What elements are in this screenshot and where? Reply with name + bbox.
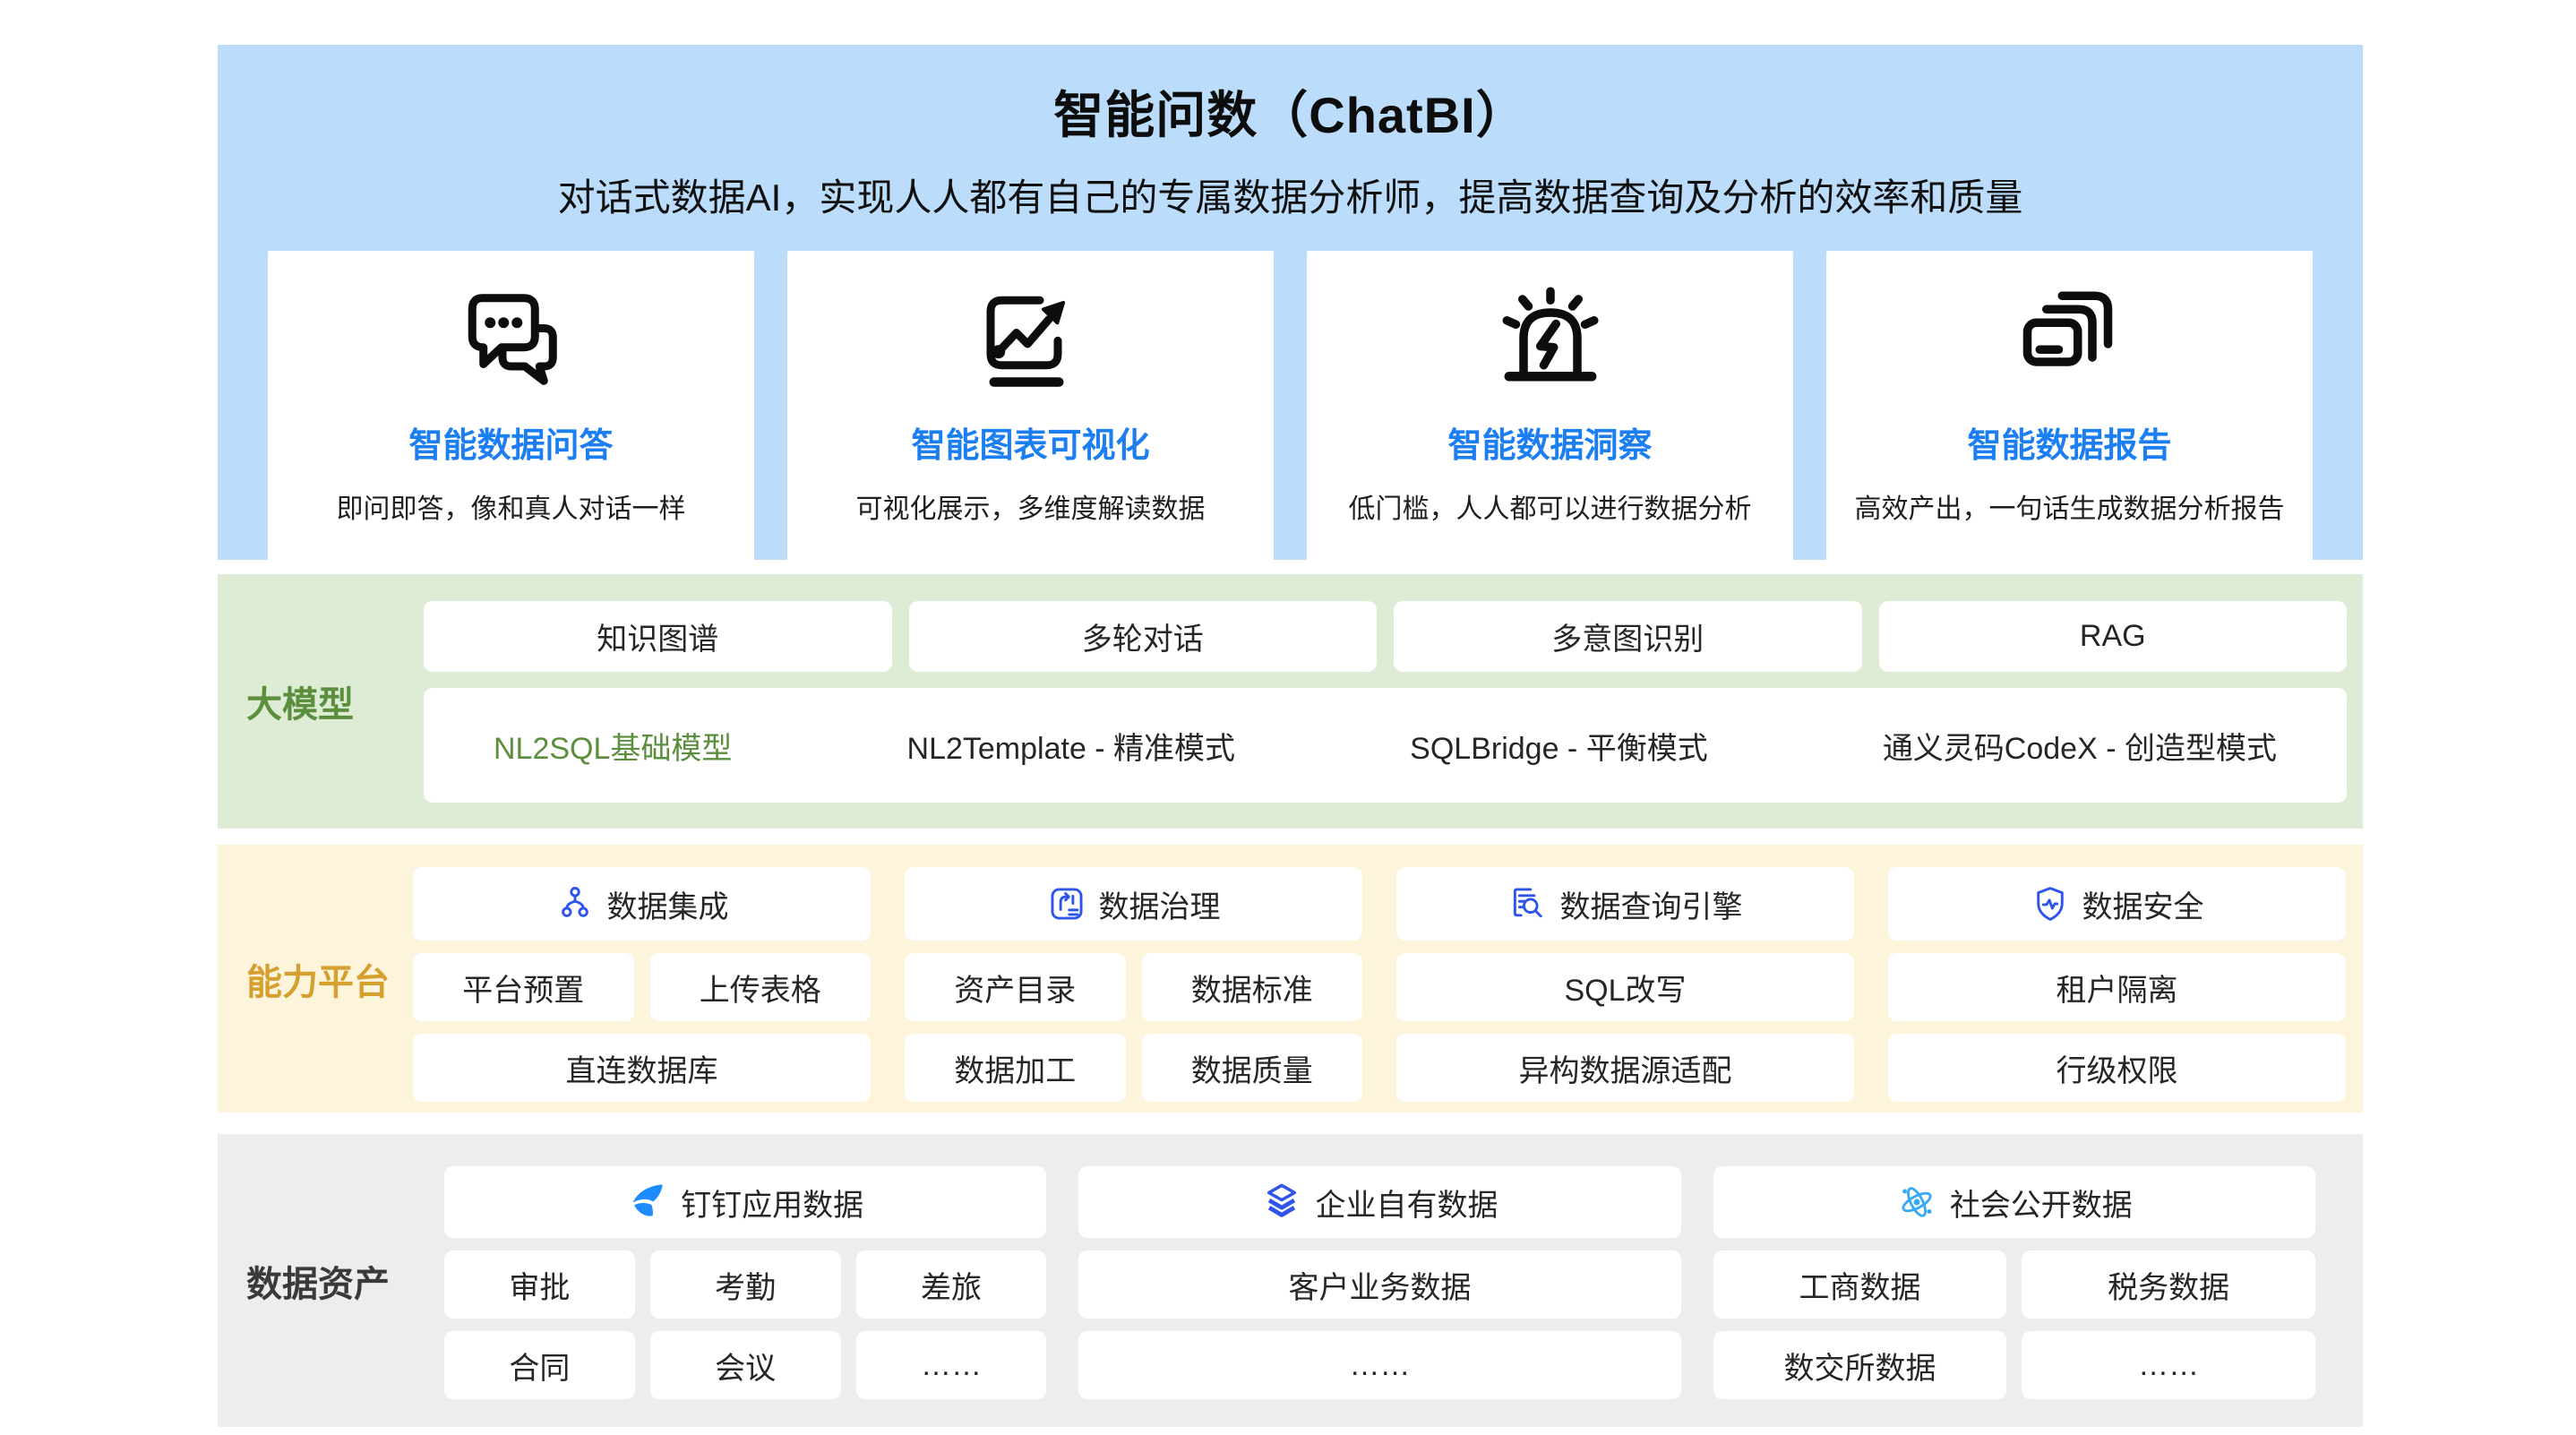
chip: 上传表格: [649, 953, 871, 1021]
chip: 数据加工: [905, 1034, 1126, 1102]
chip: 合同: [444, 1331, 635, 1399]
page-subtitle: 对话式数据AI，实现人人都有自己的专属数据分析师，提高数据查询及分析的效率和质量: [557, 176, 2023, 219]
data-integration-icon: [555, 884, 595, 924]
chip: 数据标准: [1141, 953, 1362, 1021]
platform-col-integration: 数据集成 平台预置 上传表格 直连数据库: [413, 867, 871, 1102]
chip: 差旅: [855, 1250, 1047, 1319]
section-large-model: 大模型 知识图谱 多轮对话 多意图识别 RAG NL2SQL基础模型 NL2Te…: [218, 574, 2363, 829]
data-governance-icon: [1047, 884, 1086, 924]
chip: 客户业务数据: [1078, 1250, 1681, 1319]
chip: 数据质量: [1141, 1034, 1362, 1102]
atom-icon: [1896, 1182, 1937, 1223]
section-label-data-assets: 数据资产: [246, 1264, 390, 1304]
feature-desc: 即问即答，像和真人对话一样: [336, 494, 686, 524]
asset-col-public: 社会公开数据 工商数据 税务数据 数交所数据 ……: [1713, 1166, 2315, 1399]
chip: 考勤: [649, 1250, 841, 1319]
feature-card-insight: 智能数据洞察 低门槛，人人都可以进行数据分析: [1307, 251, 1793, 570]
section-chatbi-hero: 智能问数（ChatBI） 对话式数据AI，实现人人都有自己的专属数据分析师，提高…: [218, 45, 2363, 570]
feature-card-qa: 智能数据问答 即问即答，像和真人对话一样: [268, 251, 754, 570]
chip: 租户隔离: [1888, 953, 2346, 1021]
data-security-shield-icon: [2031, 884, 2070, 924]
column-header: 数据集成: [413, 867, 871, 941]
feature-card-report: 智能数据报告 高效产出，一句话生成数据分析报告: [1826, 251, 2313, 570]
chip: 平台预置: [413, 953, 634, 1021]
chip: 税务数据: [2022, 1250, 2315, 1319]
chip: SQL改写: [1396, 953, 1854, 1021]
asset-col-dingtalk: 钉钉应用数据 审批 考勤 差旅 合同 会议 ……: [444, 1166, 1047, 1399]
chip: 资产目录: [905, 953, 1126, 1021]
platform-col-governance: 数据治理 资产目录 数据标准 数据加工 数据质量: [905, 867, 1362, 1102]
query-engine-icon: [1508, 884, 1548, 924]
rising-chart-icon: [977, 272, 1085, 407]
column-header: 企业自有数据: [1078, 1166, 1681, 1238]
feature-card-visualization: 智能图表可视化 可视化展示，多维度解读数据: [787, 251, 1274, 570]
chip: 数交所数据: [1713, 1331, 2007, 1399]
column-header: 数据查询引擎: [1396, 867, 1854, 941]
chip: 行级权限: [1888, 1034, 2346, 1102]
chip: NL2Template - 精准模式: [906, 731, 1236, 766]
layers-icon: [1261, 1182, 1302, 1223]
chip: 知识图谱: [424, 601, 892, 672]
chip: NL2SQL基础模型: [494, 731, 733, 766]
page-title: 智能问数（ChatBI）: [1053, 87, 1527, 143]
feature-desc: 高效产出，一句话生成数据分析报告: [1854, 494, 2285, 524]
column-header: 钉钉应用数据: [444, 1166, 1047, 1238]
chip: 审批: [444, 1250, 635, 1319]
feature-desc: 可视化展示，多维度解读数据: [855, 494, 1206, 524]
chip: 多意图识别: [1394, 601, 1862, 672]
platform-col-security: 数据安全 租户隔离 行级权限: [1888, 867, 2346, 1102]
chip: 多轮对话: [908, 601, 1377, 672]
chat-bubbles-icon: [458, 272, 565, 407]
section-label-large-model: 大模型: [246, 685, 354, 725]
stacked-report-icon: [2016, 272, 2124, 407]
section-capability-platform: 能力平台 数据集成 平台预: [218, 845, 2363, 1113]
section-data-assets: 数据资产 钉钉应用数据 审批 考勤 差旅: [218, 1134, 2363, 1427]
feature-desc: 低门槛，人人都可以进行数据分析: [1348, 494, 1752, 524]
column-header: 数据安全: [1888, 867, 2346, 941]
chip: 工商数据: [1713, 1250, 2007, 1319]
feature-title: 智能图表可视化: [911, 427, 1150, 465]
section-label-capability-platform: 能力平台: [246, 962, 390, 1002]
dingtalk-wing-icon: [627, 1182, 668, 1223]
column-header: 社会公开数据: [1713, 1166, 2315, 1238]
chip: ……: [1078, 1331, 1681, 1399]
chip: RAG: [1878, 601, 2347, 672]
siren-alert-icon: [1497, 272, 1604, 407]
column-header: 数据治理: [905, 867, 1362, 941]
model-modes-bar: NL2SQL基础模型 NL2Template - 精准模式 SQLBridge …: [424, 688, 2347, 803]
chip: ……: [2022, 1331, 2315, 1399]
chip: 直连数据库: [413, 1034, 871, 1102]
feature-title: 智能数据报告: [1967, 427, 2172, 465]
chip: SQLBridge - 平衡模式: [1410, 731, 1708, 766]
platform-col-query-engine: 数据查询引擎 SQL改写 异构数据源适配: [1396, 867, 1854, 1102]
feature-title: 智能数据问答: [408, 427, 614, 465]
chip: 会议: [649, 1331, 841, 1399]
chip: 异构数据源适配: [1396, 1034, 1854, 1102]
asset-col-enterprise: 企业自有数据 客户业务数据 ……: [1078, 1166, 1681, 1399]
chip: ……: [855, 1331, 1047, 1399]
feature-title: 智能数据洞察: [1447, 427, 1653, 465]
feature-cards: 智能数据问答 即问即答，像和真人对话一样 智能图表可视化 可视化展示，多维度解读…: [218, 251, 2363, 570]
chip: 通义灵码CodeX - 创造型模式: [1882, 731, 2277, 766]
